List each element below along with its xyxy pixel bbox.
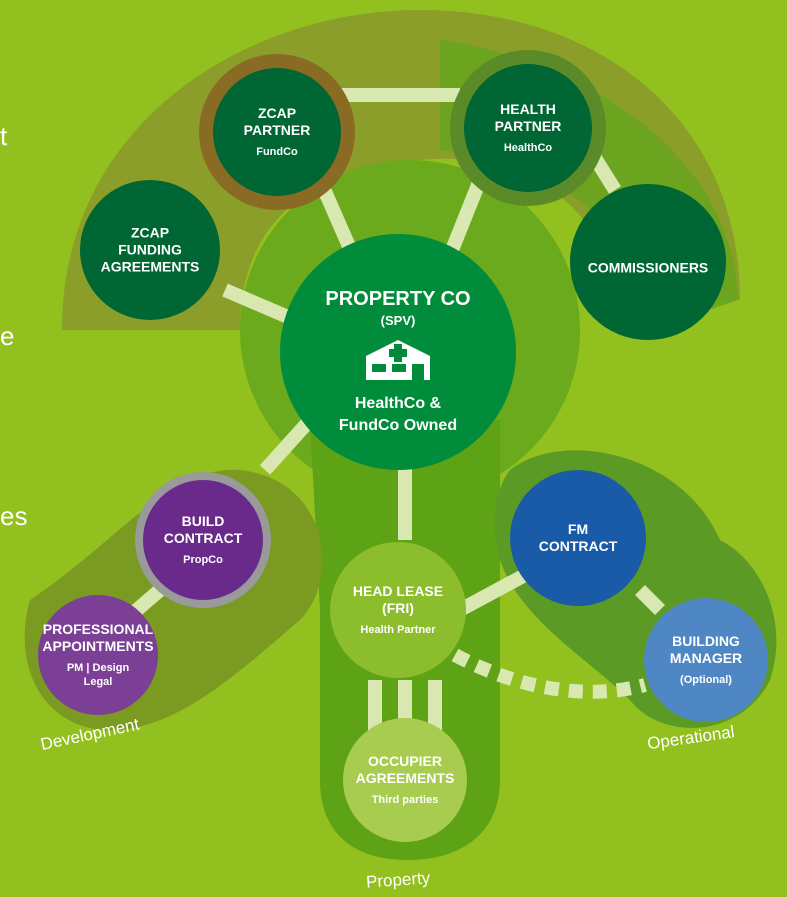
zcap-funding-title-line: ZCAP — [131, 225, 169, 241]
zcap-funding-title-line: FUNDING — [118, 242, 182, 258]
connector-propco-build — [259, 415, 316, 475]
zcap-partner-subtitle-line: FundCo — [256, 146, 298, 158]
building-cross-icon — [366, 340, 430, 380]
node-property-co: PROPERTY CO (SPV) HealthCo & FundCo Owne… — [280, 234, 516, 470]
building-manager-subtitle-line: (Optional) — [680, 674, 732, 686]
professional-appointments-title-line: APPOINTMENTS — [42, 638, 153, 654]
connector-zcapfund-propco — [222, 283, 298, 327]
fm-contract-title-line: CONTRACT — [539, 538, 618, 554]
build-contract-title-line: CONTRACT — [164, 530, 243, 546]
head-lease-text: HEAD LEASE(FRI) Health Partner — [353, 583, 443, 636]
property-co-title: PROPERTY CO — [325, 288, 470, 310]
head-lease-title-line: (FRI) — [382, 600, 414, 616]
professional-appointments-subtitle-line: PM | Design — [67, 662, 130, 674]
zcap-funding-title-line: AGREEMENTS — [101, 259, 200, 275]
connector-health-propco — [443, 177, 487, 258]
professional-appointments-title-line: PROFESSIONAL — [43, 621, 154, 637]
clipped-text-1: t — [0, 121, 8, 151]
professional-appointments-subtitle-line: Legal — [84, 676, 113, 688]
health-partner-title-line: HEALTH — [500, 101, 556, 117]
health-partner-subtitle-line: HealthCo — [504, 142, 553, 154]
building-manager-title-line: BUILDING — [672, 633, 740, 649]
health-partner-title-line: PARTNER — [495, 118, 562, 134]
occupier-agreements-subtitle-line: Third parties — [372, 794, 439, 806]
connectors — [120, 88, 665, 770]
occupier-agreements-title-line: AGREEMENTS — [356, 770, 455, 786]
commissioners-title-line: COMMISSIONERS — [588, 260, 709, 276]
building-manager-title-line: MANAGER — [670, 650, 742, 666]
connector-fm-bm — [635, 585, 665, 615]
zone-label-property: Property — [365, 868, 431, 891]
property-co-owner-line1: HealthCo & — [355, 395, 442, 412]
connector-headlease-fm — [456, 568, 529, 617]
fm-contract-title-line: FM — [568, 521, 588, 537]
commissioners-text: COMMISSIONERS — [588, 260, 709, 276]
head-lease-subtitle-line: Health Partner — [360, 624, 436, 636]
clipped-text-2: e — [0, 321, 14, 351]
connector-headlease-bm-dashed — [451, 648, 647, 699]
head-lease-title-line: HEAD LEASE — [353, 583, 443, 599]
build-contract-subtitle-line: PropCo — [183, 554, 223, 566]
occupier-agreements-title-line: OCCUPIER — [368, 753, 442, 769]
clipped-text-3: es — [0, 501, 27, 531]
node-head-lease: HEAD LEASE(FRI) Health Partner — [330, 542, 466, 678]
zcap-partner-title-line: PARTNER — [244, 122, 311, 138]
node-commissioners: COMMISSIONERS — [570, 184, 726, 340]
property-co-tag: (SPV) — [381, 313, 416, 328]
build-contract-title-line: BUILD — [182, 513, 225, 529]
zcap-partner-title-line: ZCAP — [258, 105, 296, 121]
property-co-owner-line2: FundCo Owned — [339, 417, 457, 434]
